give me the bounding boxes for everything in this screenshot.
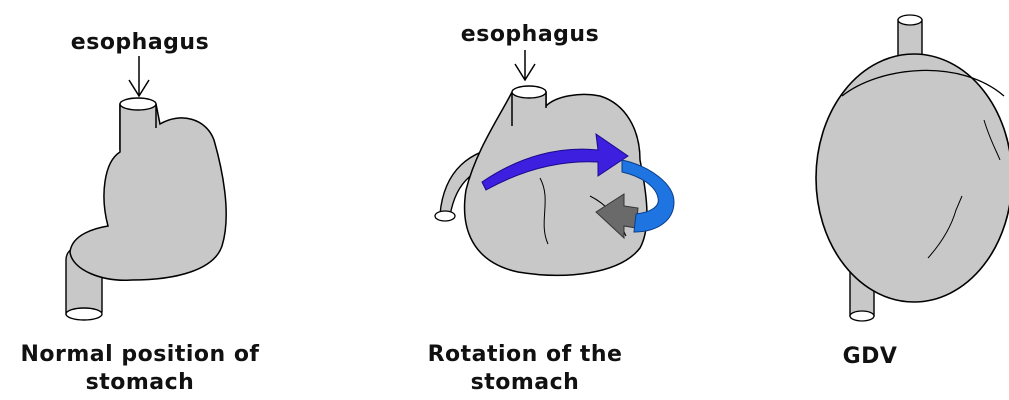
normal-duodenum-opening: [66, 308, 102, 320]
rotation-caption-line2: stomach: [400, 370, 650, 396]
normal-esophagus-opening: [120, 98, 156, 110]
normal-caption-line2: stomach: [0, 370, 280, 396]
normal-caption-line1: Normal position of: [0, 342, 280, 368]
normal-stomach-figure: [66, 56, 226, 320]
rotation-esophagus-opening: [512, 86, 546, 98]
rotation-esophagus-pointer-arrow: [515, 50, 535, 80]
gdv-stomach-figure: [816, 15, 1009, 321]
normal-esophagus-label: esophagus: [40, 30, 240, 56]
gdv-lower-tube-opening: [850, 311, 874, 321]
rotation-caption-line1: Rotation of the: [400, 342, 650, 368]
rotation-stomach-figure: [435, 50, 674, 275]
rotation-duodenum-opening: [435, 211, 455, 221]
normal-esophagus-pointer-arrow: [129, 56, 149, 96]
gdv-caption: GDV: [820, 344, 920, 370]
normal-esophagus-tube: [120, 104, 156, 150]
rotation-esophagus-label: esophagus: [430, 22, 630, 48]
gdv-upper-tube-opening: [898, 15, 922, 25]
gdv-stomach-body: [816, 54, 1009, 302]
